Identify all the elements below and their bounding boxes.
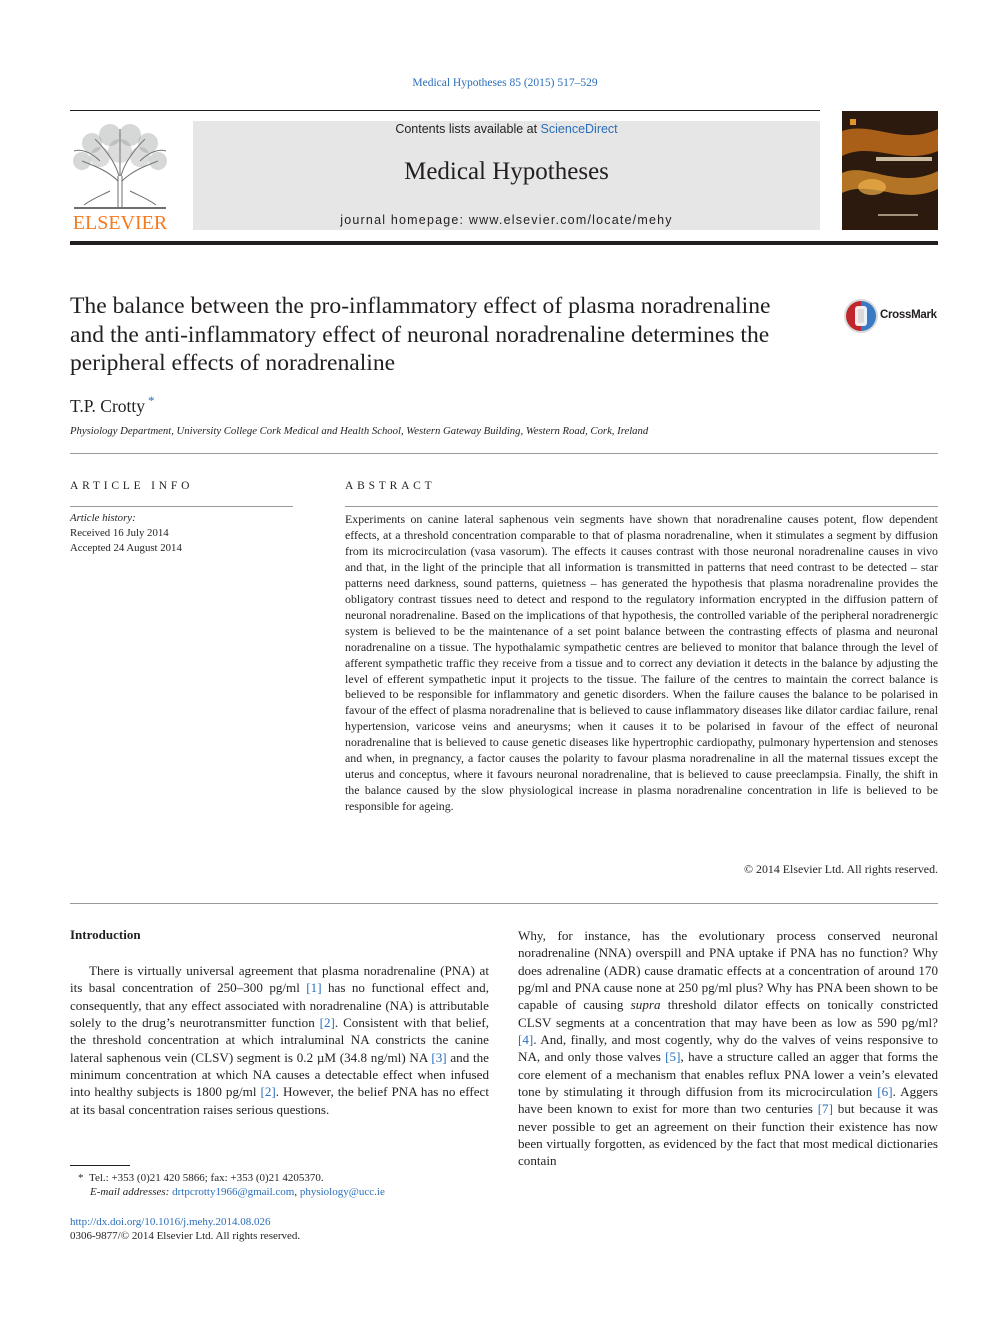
citation-link[interactable]: [4]: [518, 1032, 534, 1048]
article-info-heading: ARTICLE INFO: [70, 480, 194, 492]
article-info-rule: [70, 506, 293, 507]
elsevier-tree-icon: ELSEVIER: [73, 124, 168, 234]
accepted-date: Accepted 24 August 2014: [70, 542, 182, 554]
affiliation-rule: [70, 453, 938, 454]
email-link[interactable]: drtpcrotty1966@gmail.com: [172, 1186, 295, 1198]
header-thick-rule: [70, 241, 938, 245]
journal-banner: [193, 121, 820, 230]
body-text-run: . Aggers have been known to exist for mo…: [518, 1084, 938, 1117]
email-separator: ,: [294, 1186, 300, 1198]
body-text-run: There is virtually universal agreement t…: [70, 963, 489, 996]
citation-link[interactable]: [2]: [260, 1084, 276, 1100]
corresponding-author-link[interactable]: *: [148, 393, 155, 408]
journal-cover-art: [842, 111, 938, 230]
crossmark-badge[interactable]: [843, 298, 943, 334]
author-line: T.P. Crotty*: [70, 393, 155, 417]
elsevier-logo: ELSEVIER: [70, 121, 170, 234]
body-text-run: but because it was never possible to get…: [518, 1101, 939, 1169]
contents-line: Contents lists available at ScienceDirec…: [193, 122, 820, 136]
body-text-run: , have a structure called an agger that …: [518, 1049, 938, 1100]
footnote-star: *: [78, 1172, 84, 1184]
homepage-url-link[interactable]: www.elsevier.com/locate/mehy: [468, 213, 673, 227]
citation-link[interactable]: [6]: [877, 1084, 893, 1100]
body-column-left: There is virtually universal agreement t…: [70, 962, 489, 1118]
abstract-copyright: © 2014 Elsevier Ltd. All rights reserved…: [744, 862, 938, 876]
body-text-run: has no functional effect and, consequent…: [70, 980, 489, 1031]
footnote-emails: E-mail addresses: drtpcrotty1966@gmail.c…: [90, 1186, 385, 1198]
italic-text: supra: [630, 997, 661, 1013]
body-column-right: Why, for instance, has the evolutionary …: [518, 927, 938, 1170]
journal-citation[interactable]: Medical Hypotheses 85 (2015) 517–529: [412, 77, 598, 89]
citation-link[interactable]: [3]: [431, 1049, 447, 1065]
crossmark-icon: [844, 299, 878, 333]
history-label: Article history:: [70, 512, 136, 524]
body-rule: [70, 903, 938, 904]
abstract-heading: ABSTRACT: [345, 480, 436, 492]
citation-link[interactable]: [2]: [319, 1015, 335, 1031]
footnote-phone: Tel.: +353 (0)21 420 5866; fax: +353 (0)…: [89, 1172, 324, 1184]
email-link[interactable]: physiology@ucc.ie: [299, 1186, 385, 1198]
author-name: T.P. Crotty: [70, 395, 146, 416]
article-history: Article history: Received 16 July 2014 A…: [70, 511, 182, 556]
journal-homepage: journal homepage: www.elsevier.com/locat…: [193, 213, 820, 227]
body-text-run: . However, the belief PNA has no effect …: [70, 1084, 489, 1117]
body-text-run: Why, for instance, has the evolutionary …: [518, 928, 938, 1013]
body-text-run: and the minimum concentration at which N…: [70, 1049, 489, 1100]
sciencedirect-link[interactable]: ScienceDirect: [540, 122, 618, 136]
doi-link[interactable]: http://dx.doi.org/10.1016/j.mehy.2014.08…: [70, 1216, 271, 1228]
email-label: E-mail addresses:: [90, 1186, 170, 1198]
elsevier-wordmark: ELSEVIER: [73, 212, 168, 233]
issn-copyright: 0306-9877/© 2014 Elsevier Ltd. All right…: [70, 1230, 301, 1242]
contents-prefix: Contents lists available at: [395, 122, 541, 136]
citation-link[interactable]: [1]: [306, 980, 322, 996]
crossmark-label[interactable]: CrossMark: [880, 309, 937, 321]
header-rule: [70, 110, 820, 111]
article-title: The balance between the pro-inflammatory…: [70, 293, 771, 376]
journal-title: Medical Hypotheses: [404, 158, 609, 185]
citation-link[interactable]: [7]: [817, 1101, 833, 1117]
homepage-prefix: journal homepage:: [340, 213, 469, 227]
received-date: Received 16 July 2014: [70, 527, 169, 539]
affiliation: Physiology Department, University Colleg…: [70, 425, 649, 437]
journal-cover-image: [842, 111, 938, 230]
citation-link[interactable]: [5]: [665, 1049, 681, 1065]
body-text-run: . Consistent with that belief, the thres…: [70, 1015, 489, 1065]
footnote-rule: [70, 1165, 130, 1166]
abstract-rule: [345, 506, 938, 507]
body-text-run: threshold dilator effects on tonically c…: [518, 997, 938, 1030]
section-heading-introduction: Introduction: [70, 927, 141, 942]
footnote-contact: * Tel.: +353 (0)21 420 5866; fax: +353 (…: [78, 1170, 324, 1186]
body-text-run: . And, finally, and most cogently, why d…: [518, 1032, 938, 1065]
abstract-text: Experiments on canine lateral saphenous …: [345, 512, 938, 814]
